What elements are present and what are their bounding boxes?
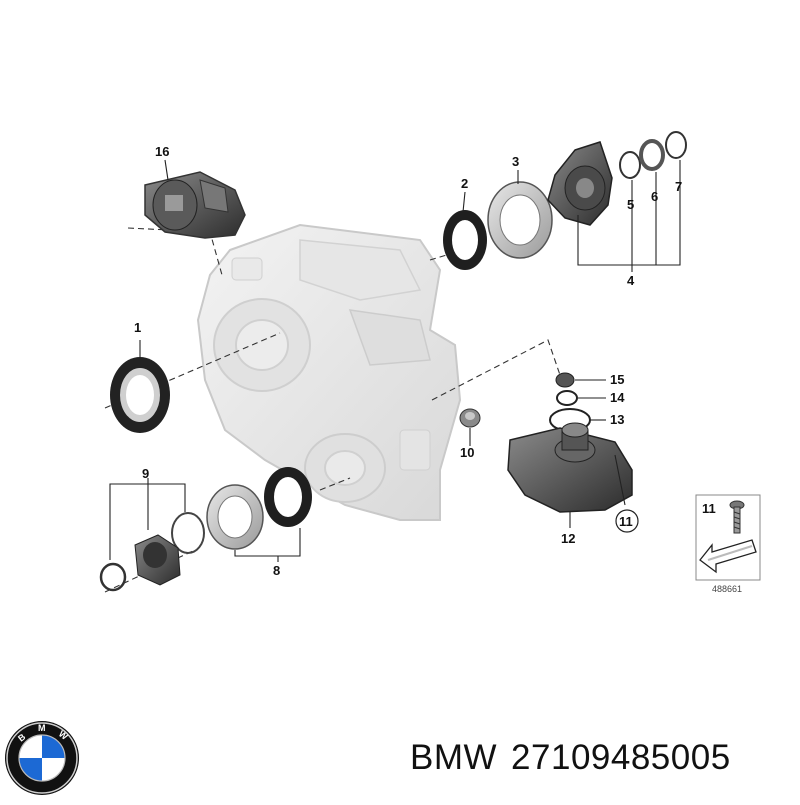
callout-10: 10 (460, 445, 474, 460)
bmw-logo-icon: B M W (5, 721, 79, 795)
part-7-ring (665, 131, 687, 159)
part-8-thrust-ring (206, 484, 264, 550)
callout-8: 8 (273, 563, 280, 578)
inset-callout-11: 11 (702, 501, 716, 516)
callout-14: 14 (610, 390, 625, 405)
transfer-case-housing (196, 223, 462, 521)
part-number: 27109485005 (511, 738, 731, 777)
bolt-icon (729, 500, 745, 534)
diagram-reference-number: 488661 (712, 584, 742, 594)
direction-arrow-icon (699, 539, 757, 574)
callout-6: 6 (651, 189, 658, 204)
part-14-ring (556, 390, 578, 406)
callout-12: 12 (561, 531, 575, 546)
part-15-nut (555, 372, 575, 388)
brand-name: BMW (410, 738, 498, 777)
callout-7: 7 (675, 179, 682, 194)
callout-3: 3 (512, 154, 519, 169)
svg-text:M: M (38, 723, 46, 733)
part-12-actuator-motor (507, 422, 633, 513)
callout-11-circle (615, 509, 639, 533)
svg-text:B: B (16, 731, 28, 743)
callout-13: 13 (610, 412, 624, 427)
part-8-seal (264, 467, 312, 527)
callout-11: 11 (619, 514, 633, 529)
callout-numbers: 16 1 2 3 5 6 7 4 15 14 13 10 9 8 12 11 (134, 144, 682, 578)
callout-5: 5 (627, 197, 634, 212)
callout-9: 9 (142, 466, 149, 481)
part-10-plug (459, 408, 481, 428)
part-3-bearing (487, 181, 553, 259)
callout-2: 2 (461, 176, 468, 191)
part-1-shaft-seal (110, 357, 170, 433)
callout-1: 1 (134, 320, 141, 335)
part-caption: BMW 27109485005 (410, 738, 790, 788)
part-5-ring (619, 151, 641, 179)
inset-box-bolt: 11 (695, 494, 761, 581)
leader-lines (109, 159, 681, 562)
part-2-seal-ring (443, 210, 487, 270)
callout-4: 4 (627, 273, 635, 288)
part-9-ring (171, 512, 205, 554)
part-9-boot (134, 534, 181, 586)
part-6-ring (639, 139, 665, 171)
part-4-output-flange (547, 141, 613, 226)
part-9-clamp-ring (99, 562, 127, 592)
callout-16: 16 (155, 144, 169, 159)
part-16-actuator-sleeve (144, 171, 246, 239)
callout-15: 15 (610, 372, 624, 387)
